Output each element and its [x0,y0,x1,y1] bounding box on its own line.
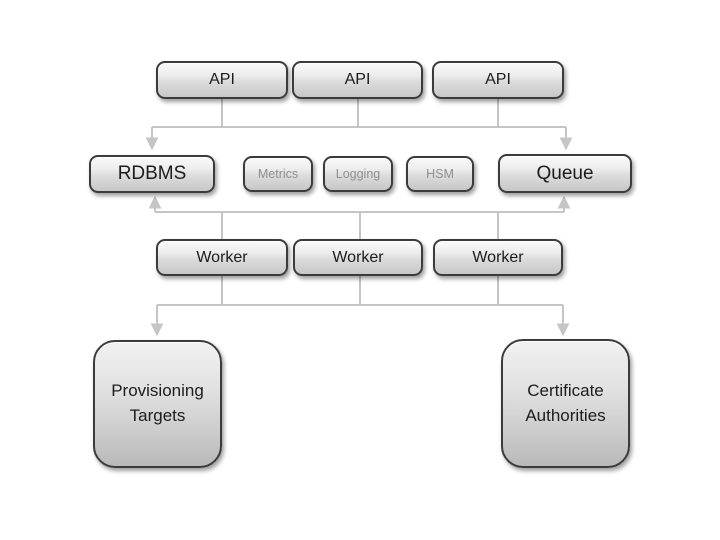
node-certificate-authorities: Certificate Authorities [501,339,630,468]
node-queue: Queue [498,154,632,193]
node-api-3: API [432,61,564,99]
node-api-2: API [292,61,423,99]
node-worker-3: Worker [433,239,563,276]
node-logging: Logging [323,156,393,192]
node-worker-1: Worker [156,239,288,276]
node-hsm: HSM [406,156,474,192]
node-worker-2: Worker [293,239,423,276]
node-provisioning-targets: Provisioning Targets [93,340,222,468]
node-api-1: API [156,61,288,99]
node-metrics: Metrics [243,156,313,192]
node-rdbms: RDBMS [89,155,215,193]
